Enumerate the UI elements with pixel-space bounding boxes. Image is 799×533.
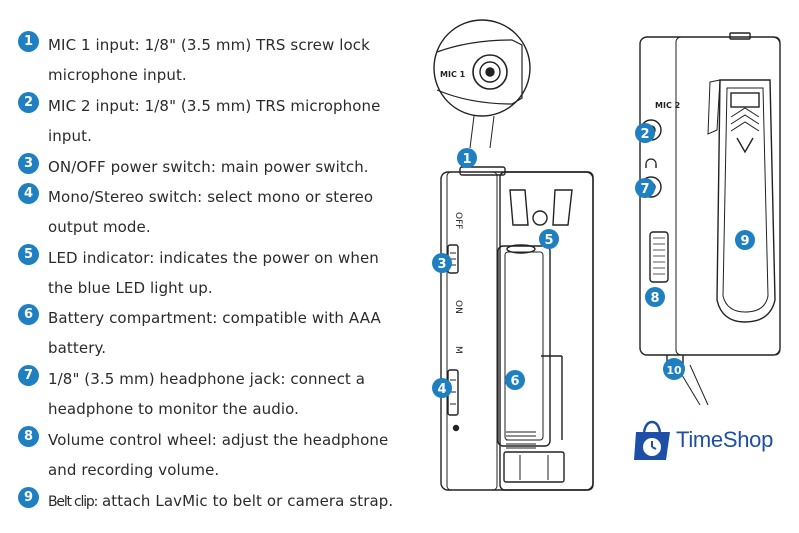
feature-1-line1: MIC 1 input: 1/8" (3.5 mm) TRS screw loc… xyxy=(48,36,370,54)
feature-8-line2: and recording volume. xyxy=(48,461,220,479)
badge-2: 2 xyxy=(18,92,39,113)
side-view: MIC 2 xyxy=(639,32,781,406)
shopping-bag-clock-icon xyxy=(634,420,670,460)
callout-3-dot xyxy=(432,253,452,273)
feature-4-line1: Mono/Stereo switch: select mono or stere… xyxy=(48,188,374,206)
badge-9: 9 xyxy=(18,487,39,508)
feature-5-line1: LED indicator: indicates the power on wh… xyxy=(48,249,379,267)
badge-1: 1 xyxy=(18,31,39,52)
feature-6-line2: battery. xyxy=(48,339,107,357)
callout-7-label: 7 xyxy=(640,182,649,197)
on-label: ON xyxy=(453,300,463,314)
callout-9-dot xyxy=(735,230,755,250)
badge-3: 3 xyxy=(18,153,39,174)
badge-7: 7 xyxy=(18,365,39,386)
badge-6: 6 xyxy=(18,304,39,325)
feature-4: 4 Mono/Stereo switch: select mono or ste… xyxy=(18,182,418,242)
mic1-label: MIC 1 xyxy=(440,70,466,79)
callout-4-dot xyxy=(432,378,452,398)
feature-8-line1: Volume control wheel: adjust the headpho… xyxy=(48,431,389,449)
front-view: OFF ON M xyxy=(440,166,594,491)
callout-10-dot xyxy=(663,358,685,380)
feature-2-line2: input. xyxy=(48,127,92,145)
badge-4: 4 xyxy=(18,183,39,204)
badge-5: 5 xyxy=(18,244,39,265)
off-label: OFF xyxy=(453,212,463,229)
callout-8-dot xyxy=(645,287,665,307)
callout-7-dot xyxy=(635,178,655,198)
feature-1: 1 MIC 1 input: 1/8" (3.5 mm) TRS screw l… xyxy=(18,30,418,90)
timeshop-logo: TimeShop xyxy=(630,418,795,468)
callout-3-label: 3 xyxy=(437,257,446,272)
feature-6: 6 Battery compartment: compatible with A… xyxy=(18,303,418,363)
callout-1-label: 1 xyxy=(462,152,471,167)
feature-5: 5 LED indicator: indicates the power on … xyxy=(18,243,418,303)
feature-9-line1: attach LavMic to belt or camera strap. xyxy=(97,492,394,510)
feature-7: 7 1/8" (3.5 mm) headphone jack: connect … xyxy=(18,364,418,424)
feature-9-name: Belt clip: xyxy=(48,494,98,510)
feature-5-line2: the blue LED light up. xyxy=(48,279,213,297)
mic2-label: MIC 2 xyxy=(655,101,680,110)
callout-8-label: 8 xyxy=(650,291,659,306)
feature-3: 3 ON/OFF power switch: main power switch… xyxy=(18,152,418,182)
callout-6-dot xyxy=(505,370,525,390)
feature-7-line1: 1/8" (3.5 mm) headphone jack: connect a xyxy=(48,370,366,388)
feature-4-line2: output mode. xyxy=(48,218,151,236)
feature-9: 9 Belt clip: attach LavMic to belt or ca… xyxy=(18,486,418,517)
feature-3-line1: ON/OFF power switch: main power switch. xyxy=(48,158,369,176)
feature-7-line2: headphone to monitor the audio. xyxy=(48,400,299,418)
logo-text: TimeShop xyxy=(676,427,774,452)
callout-2-dot xyxy=(635,123,655,143)
callout-2-label: 2 xyxy=(640,127,649,142)
feature-2-line1: MIC 2 input: 1/8" (3.5 mm) TRS microphon… xyxy=(48,97,381,115)
callout-10-label: 10 xyxy=(666,364,682,377)
badge-8: 8 xyxy=(18,426,39,447)
callout-1-dot xyxy=(457,148,477,168)
feature-6-line1: Battery compartment: compatible with AAA xyxy=(48,309,381,327)
feature-2: 2 MIC 2 input: 1/8" (3.5 mm) TRS microph… xyxy=(18,91,418,151)
callout-4-label: 4 xyxy=(437,382,446,397)
callout-6-label: 6 xyxy=(510,374,519,389)
mic1-inset: MIC 1 xyxy=(433,19,531,149)
mono-label: M xyxy=(453,346,463,354)
feature-1-line2: microphone input. xyxy=(48,66,187,84)
callout-9-label: 9 xyxy=(740,234,749,249)
callout-5-label: 5 xyxy=(544,233,553,248)
feature-8: 8 Volume control wheel: adjust the headp… xyxy=(18,425,418,485)
callout-5-dot xyxy=(539,229,559,249)
